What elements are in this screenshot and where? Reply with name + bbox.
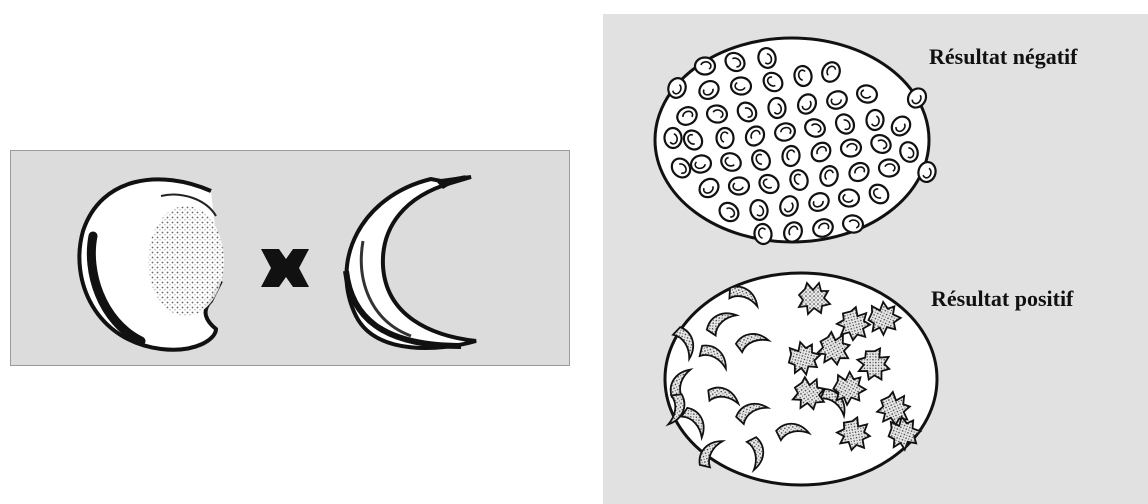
red-blood-cell bbox=[716, 128, 733, 148]
red-blood-cell bbox=[664, 128, 682, 149]
red-blood-cell bbox=[768, 97, 787, 119]
red-blood-cell bbox=[695, 58, 715, 75]
positive-field bbox=[665, 273, 937, 485]
positive-result-label: Résultat positif bbox=[931, 286, 1073, 312]
cell-transformation-panel bbox=[10, 150, 570, 366]
red-blood-cell bbox=[729, 177, 750, 195]
red-blood-cell bbox=[730, 77, 751, 96]
red-blood-cell bbox=[866, 109, 884, 130]
microscope-fields bbox=[603, 14, 1148, 504]
negative-result-label: Résultat négatif bbox=[929, 44, 1077, 70]
test-results-panel bbox=[603, 14, 1148, 504]
normal-cell bbox=[79, 179, 224, 349]
sickle-cell bbox=[346, 175, 476, 348]
red-blood-cell bbox=[879, 159, 900, 177]
cell-transformation-drawing bbox=[11, 151, 570, 366]
transform-arrow-icon bbox=[261, 249, 309, 287]
negative-field bbox=[655, 38, 938, 245]
